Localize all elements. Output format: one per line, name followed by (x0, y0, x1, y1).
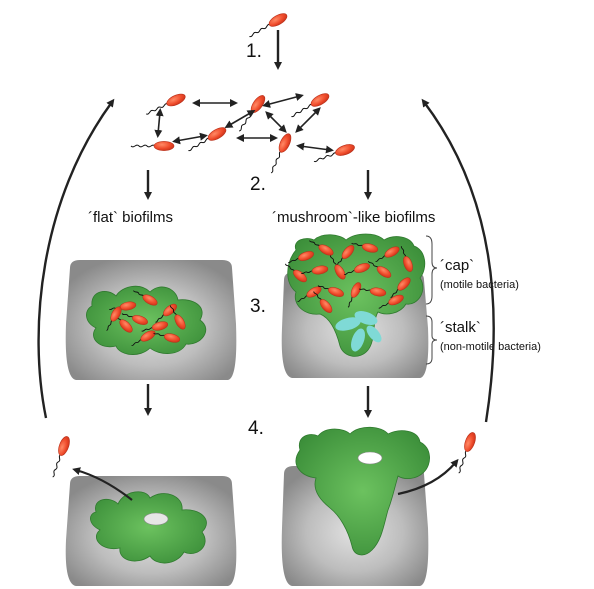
cycle-arrow-left (37, 98, 115, 419)
bacteria-cluster (130, 90, 357, 176)
bacterium (130, 140, 175, 152)
dispersed-bacterium-left (47, 434, 73, 480)
dispersal-arrow-mushroom (397, 458, 459, 496)
cycle-arrow-right (421, 98, 495, 423)
bacterium (311, 141, 357, 167)
step-label-4: 4. (248, 418, 264, 439)
interaction-arrows (154, 93, 334, 154)
bacterium (185, 124, 229, 155)
bacterium (143, 91, 188, 119)
stalk-label: ´stalk` (440, 319, 481, 336)
stalk-sublabel: (non-motile bacteria) (440, 341, 541, 353)
bacterium (234, 92, 269, 135)
bacterium (288, 90, 332, 121)
stalk-cells (335, 311, 382, 352)
dispersal-hole-flat (143, 512, 169, 526)
biofilm-flat-dispersed (90, 491, 207, 564)
biofilm-mushroom-dispersed (295, 426, 430, 556)
cap-label: ´cap` (440, 257, 474, 274)
cap-sublabel: (motile bacteria) (440, 279, 519, 291)
step-label-2: 2. (250, 174, 266, 195)
stalk-bracket (425, 315, 438, 365)
cap-bracket (425, 235, 438, 305)
heading-mushroom-biofilms: ´mushroom`-like biofilms (272, 209, 435, 226)
bacterium-free (246, 10, 290, 41)
step-label-1: 1. (246, 41, 262, 62)
heading-flat-biofilms: ´flat` biofilms (88, 209, 173, 226)
step-label-3: 3. (250, 296, 266, 317)
dispersal-arrow-flat (72, 467, 133, 501)
dispersed-bacterium-right (453, 430, 479, 476)
dispersal-hole-mushroom (357, 451, 383, 465)
